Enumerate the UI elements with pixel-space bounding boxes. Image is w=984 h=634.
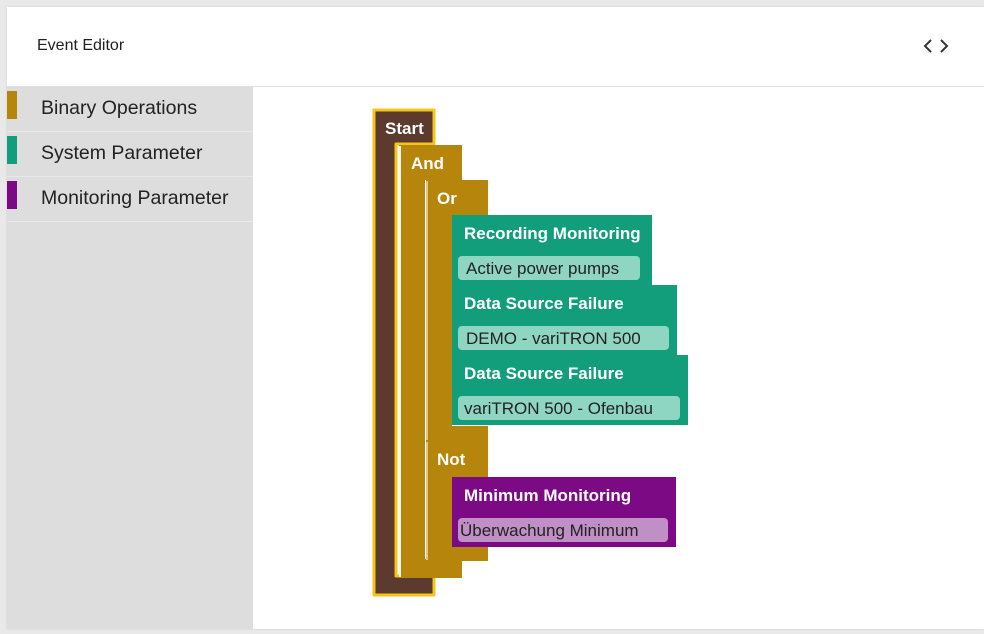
category-system-parameter[interactable]: System Parameter <box>7 132 253 177</box>
data-source-failure-block-2[interactable]: Data Source Failure variTRON 500 - Ofenb… <box>452 355 688 425</box>
category-label: Monitoring Parameter <box>41 187 229 209</box>
and-block-label: And <box>411 154 444 173</box>
not-block-label: Not <box>437 450 466 469</box>
page-title: Event Editor <box>37 37 125 54</box>
field-background[interactable] <box>458 326 669 350</box>
recording-monitoring-block[interactable]: Recording Monitoring Active power pumps <box>452 215 652 285</box>
code-brackets-icon <box>923 39 949 53</box>
blockly-toolbox: Binary Operations System Parameter Monit… <box>7 87 253 629</box>
category-color-swatch <box>7 91 17 119</box>
minimum-monitoring-block[interactable]: Minimum Monitoring Überwachung Minimum <box>452 477 676 547</box>
block-label: Data Source Failure <box>464 294 624 313</box>
block-canvas: Start And Or Not <box>372 108 688 597</box>
field-background[interactable] <box>458 256 640 280</box>
category-color-swatch <box>7 136 17 164</box>
not-block[interactable]: Not <box>426 441 488 561</box>
category-binary-operations[interactable]: Binary Operations <box>7 87 253 132</box>
event-editor-panel: Event Editor Binary Operations System Pa… <box>7 7 984 629</box>
category-monitoring-parameter[interactable]: Monitoring Parameter <box>7 177 253 222</box>
category-label: System Parameter <box>41 142 203 164</box>
block-label: Recording Monitoring <box>464 224 641 243</box>
block-label: Minimum Monitoring <box>464 486 631 505</box>
start-block-label: Start <box>385 119 424 138</box>
or-block[interactable]: Or <box>426 180 488 441</box>
data-source-failure-block-1[interactable]: Data Source Failure DEMO - variTRON 500 <box>452 285 677 355</box>
block-label: Data Source Failure <box>464 364 624 383</box>
block-field-value: Active power pumps <box>466 259 619 278</box>
block-field-value: Überwachung Minimum <box>460 521 639 540</box>
code-view-button[interactable] <box>916 32 956 60</box>
field-background[interactable] <box>458 518 668 542</box>
blockly-workspace[interactable]: Start And Or Not <box>253 87 984 629</box>
block-field-value: variTRON 500 - Ofenbau <box>464 399 653 418</box>
category-color-swatch <box>7 181 17 209</box>
field-background[interactable] <box>458 396 680 420</box>
category-label: Binary Operations <box>41 97 198 119</box>
start-block[interactable]: Start <box>372 108 436 597</box>
block-field-value: DEMO - variTRON 500 <box>466 329 641 348</box>
editor-header: Event Editor <box>7 7 984 87</box>
and-block[interactable]: And <box>399 145 462 578</box>
or-block-label: Or <box>437 189 457 208</box>
